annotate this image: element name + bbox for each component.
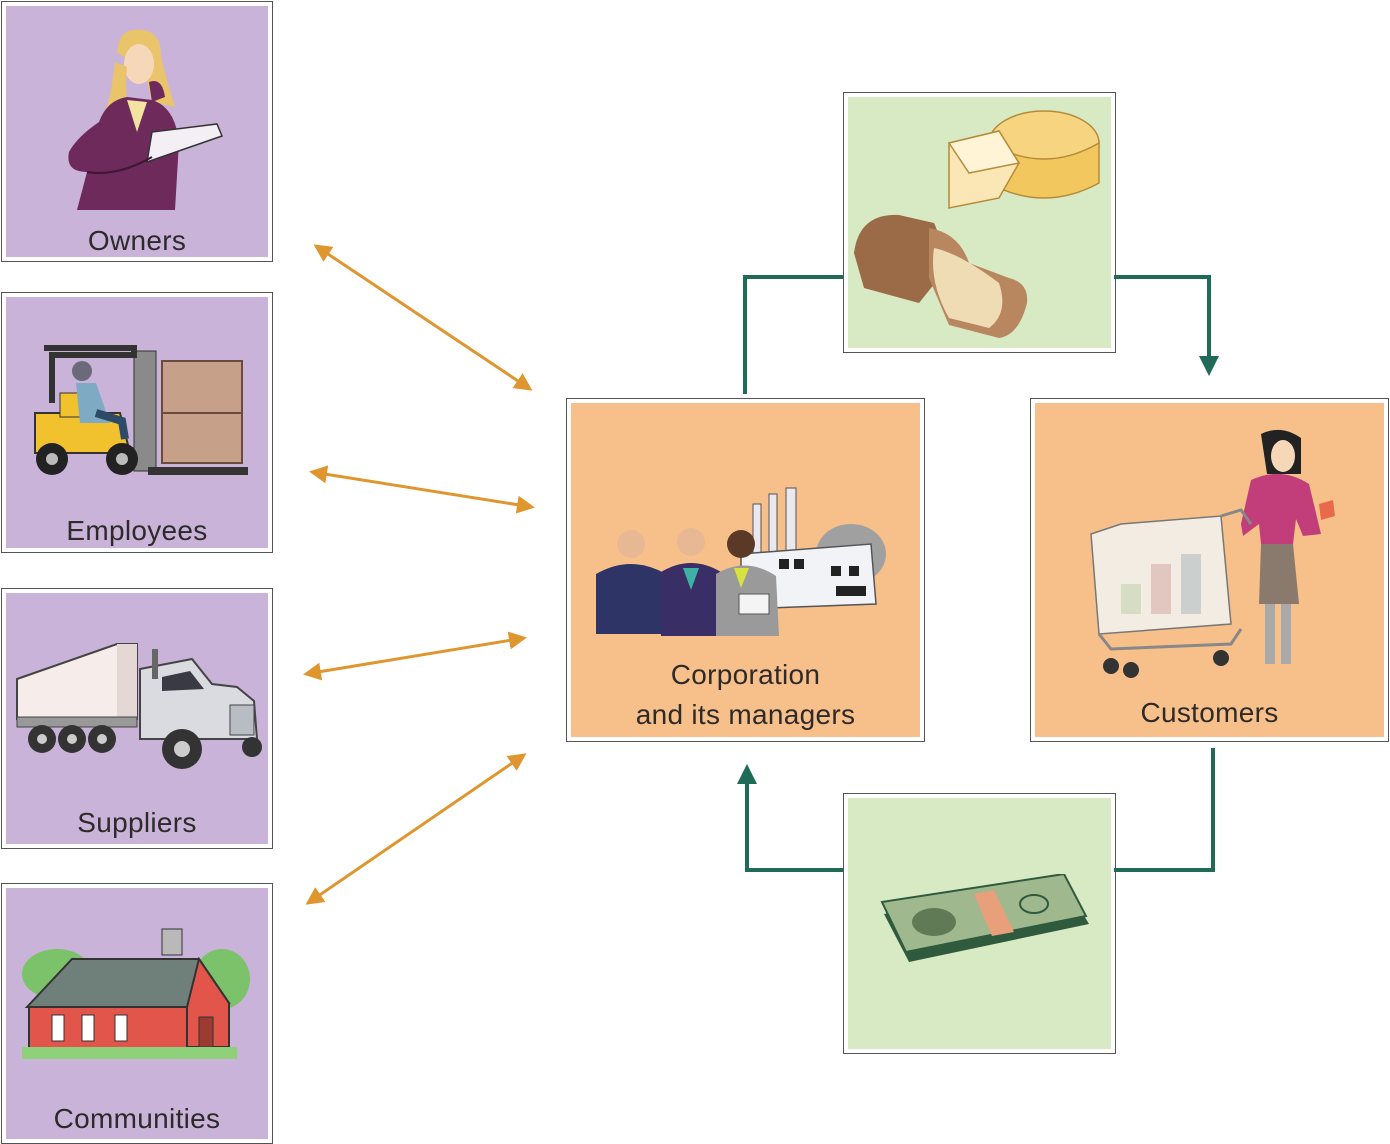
- two-way-arrow-owners: [313, 244, 533, 391]
- managers-factory-icon: [596, 487, 886, 636]
- flow-products-to-customers: [1114, 275, 1219, 376]
- corporation-label-line1: Corporation: [670, 659, 821, 690]
- flow-corporation-to-products: [743, 275, 843, 394]
- truck-icon: [16, 643, 262, 769]
- money-stack-icon: [880, 874, 1089, 962]
- schoolhouse-icon: [22, 928, 250, 1059]
- corporation-box: Corporation and its managers: [566, 398, 925, 742]
- forklift-icon: [34, 345, 248, 475]
- customers-box: Customers: [1030, 398, 1389, 742]
- businesswoman-phone-icon: [68, 29, 223, 210]
- two-way-arrow-suppliers: [303, 631, 527, 681]
- communities-box: Communities: [1, 883, 273, 1144]
- customers-label: Customers: [1140, 697, 1279, 728]
- communities-label: Communities: [53, 1103, 221, 1134]
- two-way-arrow-communities: [305, 753, 527, 905]
- owners-box: Owners: [1, 1, 273, 262]
- flow-customers-to-money: [1114, 748, 1215, 872]
- cheese-bread-icon: [854, 110, 1100, 338]
- owners-label: Owners: [87, 225, 187, 256]
- two-way-arrow-employees: [309, 465, 535, 514]
- employees-label: Employees: [66, 515, 208, 546]
- corporation-label-line2: and its managers: [635, 699, 856, 730]
- employees-box: Employees: [1, 292, 273, 553]
- money-box: [843, 793, 1116, 1054]
- suppliers-label: Suppliers: [77, 807, 197, 838]
- flow-money-to-corporation: [737, 764, 843, 872]
- shopper-cart-icon: [1090, 429, 1335, 678]
- products-box: [843, 92, 1116, 353]
- suppliers-box: Suppliers: [1, 588, 273, 849]
